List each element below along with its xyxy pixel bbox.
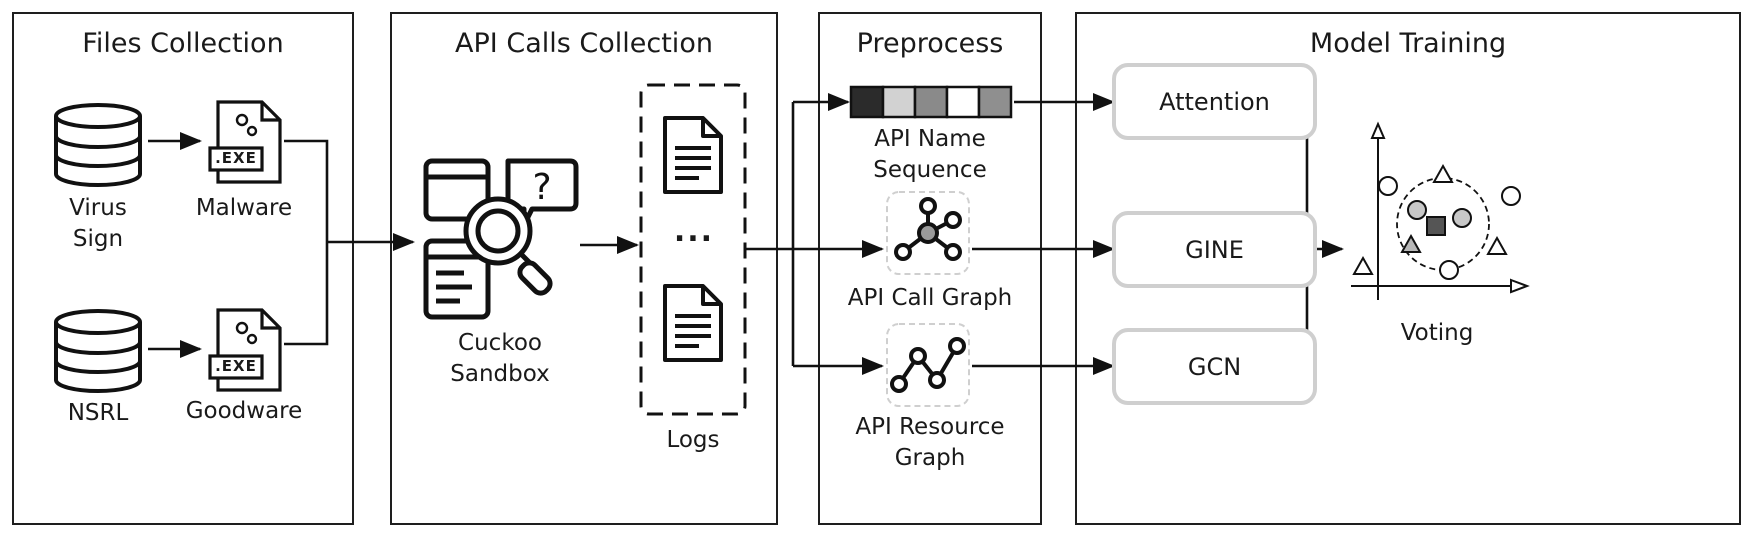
files-merge-line	[284, 139, 329, 346]
voting-label: Voting	[1400, 320, 1474, 346]
api-calls-collection-panel: API Calls Collection	[390, 12, 778, 525]
api-name-sequence-bar	[849, 85, 1013, 119]
attention-label: Attention	[1159, 87, 1270, 116]
sequence-cell	[849, 85, 885, 119]
database-icon	[54, 103, 142, 187]
document-icon	[663, 116, 723, 194]
malware-label: Malware	[195, 195, 293, 221]
graph-icon	[886, 191, 970, 275]
exe-file-icon: .EXE	[204, 98, 286, 186]
api-resource-graph-label: API Resource Graph	[855, 414, 1005, 471]
document-icon	[663, 284, 723, 362]
api-name-sequence-label: API Name Sequence	[873, 126, 987, 183]
exe-tag: .EXE	[215, 357, 257, 375]
logs-container	[639, 83, 747, 416]
logs-label: Logs	[666, 427, 720, 453]
virus-sign-label: Virus Sign	[69, 195, 127, 252]
model-training-title: Model Training	[1309, 28, 1507, 59]
sequence-cell	[913, 85, 949, 119]
sandbox-icon: ?	[423, 158, 579, 320]
api-call-graph-label: API Call Graph	[847, 285, 1013, 311]
nsrl-label: NSRL	[67, 400, 129, 426]
sequence-cell	[881, 85, 917, 119]
svg-text:?: ?	[532, 167, 551, 208]
files-collection-panel: Files Collection	[12, 12, 354, 525]
gine-model-box: GINE	[1112, 211, 1317, 288]
cuckoo-sandbox-label: Cuckoo Sandbox	[450, 330, 550, 387]
sequence-cell	[977, 85, 1013, 119]
logs-ellipsis: ...	[673, 214, 715, 249]
files-collection-title: Files Collection	[82, 28, 284, 59]
goodware-label: Goodware	[185, 398, 303, 424]
database-icon	[54, 309, 142, 393]
scatter-plot-icon	[1351, 121, 1530, 300]
sequence-cell	[945, 85, 981, 119]
attention-model-box: Attention	[1112, 63, 1317, 140]
gcn-label: GCN	[1187, 352, 1242, 381]
gine-label: GINE	[1185, 235, 1244, 264]
api-calls-collection-title: API Calls Collection	[455, 28, 713, 59]
exe-file-icon: .EXE	[204, 306, 286, 394]
gcn-model-box: GCN	[1112, 328, 1317, 405]
exe-tag: .EXE	[215, 149, 257, 167]
path-graph-icon	[886, 323, 970, 407]
preprocess-title: Preprocess	[856, 28, 1004, 59]
